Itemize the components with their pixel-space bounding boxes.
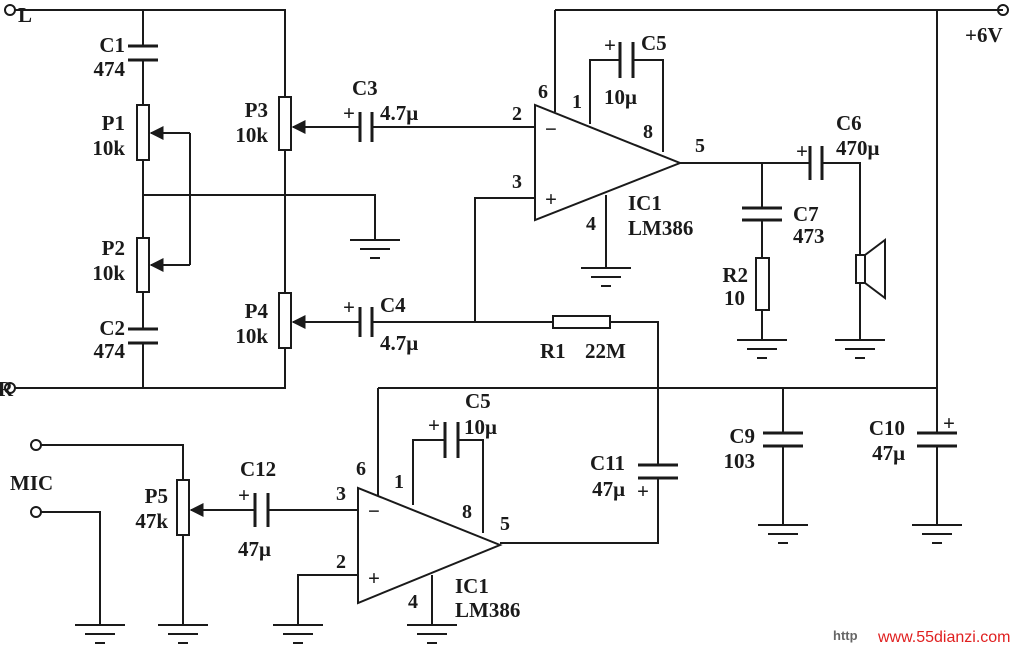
c12-plus: +: [238, 483, 250, 507]
ic-bottom-pin-3: 3: [336, 483, 346, 505]
pot-p4: [278, 292, 292, 349]
ic-top-name: IC1: [628, 191, 662, 215]
ic-top-pin-6: 6: [538, 81, 548, 103]
label-l: L: [18, 3, 32, 27]
capacitor-plates: [128, 42, 957, 527]
r1-name: R1: [540, 339, 566, 363]
c5-top-name: C5: [641, 31, 667, 55]
c1-name: C1: [99, 33, 125, 57]
p3-value: 10k: [235, 123, 268, 147]
r2-value: 10: [724, 286, 745, 310]
p4-value: 10k: [235, 324, 268, 348]
ic-bottom-name: IC1: [455, 574, 489, 598]
label-mic: MIC: [10, 471, 53, 495]
c3-name: C3: [352, 76, 378, 100]
resistor-r1: [552, 315, 611, 329]
c11-value: 47μ: [592, 477, 625, 501]
pot-p5: [176, 479, 190, 536]
c4-plus: +: [343, 295, 355, 319]
terminal-mic-2: [30, 506, 42, 518]
c6-plus: +: [796, 139, 808, 163]
ic-top-pin-5: 5: [695, 135, 705, 157]
terminal-mic-1: [30, 439, 42, 451]
ground-icons: [74, 239, 963, 644]
wiper-arrows: [149, 120, 340, 517]
c2-name: C2: [99, 316, 125, 340]
c7-name: C7: [793, 202, 819, 226]
pot-p1: [136, 104, 150, 161]
p2-value: 10k: [92, 261, 125, 285]
ic-bottom-pin-5: 5: [500, 513, 510, 535]
c1-value: 474: [94, 57, 126, 81]
c10-value: 47μ: [872, 441, 905, 465]
c9-name: C9: [729, 424, 755, 448]
p1-value: 10k: [92, 136, 125, 160]
c7-value: 473: [793, 224, 825, 248]
c6-name: C6: [836, 111, 862, 135]
ic-top-part: LM386: [628, 216, 693, 240]
c5-top-plus: +: [604, 33, 616, 57]
p5-value: 47k: [135, 509, 168, 533]
ic-top-pin-8: 8: [643, 121, 653, 143]
ic-top-pin-3: 3: [512, 171, 522, 193]
ic-bottom-pin-6: 6: [356, 458, 366, 480]
c11-name: C11: [590, 451, 625, 475]
c10-name: C10: [869, 416, 905, 440]
ic-bottom-pin-1: 1: [394, 471, 404, 493]
c5-bottom-plus: +: [428, 413, 440, 437]
amplifier-ic1-bottom: [357, 486, 503, 605]
c5-top-value: 10μ: [604, 85, 637, 109]
ic-bottom-minus: −: [368, 499, 380, 523]
p3-name: P3: [245, 98, 268, 122]
c3-plus: +: [343, 101, 355, 125]
pot-p3: [278, 96, 292, 151]
c12-value: 47μ: [238, 537, 271, 561]
c5-bottom-value: 10μ: [464, 415, 497, 439]
ic-bottom-part: LM386: [455, 598, 520, 622]
ic-bottom-pin-2: 2: [336, 551, 346, 573]
c12-name: C12: [240, 457, 276, 481]
watermark-prefix: http: [833, 628, 858, 643]
p1-name: P1: [102, 111, 125, 135]
c11-plus: +: [637, 479, 649, 503]
c9-value: 103: [724, 449, 756, 473]
ic-top-pin-2: 2: [512, 103, 522, 125]
r1-value: 22M: [585, 339, 626, 363]
p5-name: P5: [145, 484, 168, 508]
ic-bottom-plus: +: [368, 566, 380, 590]
c5-bottom-name: C5: [465, 389, 491, 413]
ic-top-plus: +: [545, 187, 557, 211]
ic-top-pin-4: 4: [586, 213, 596, 235]
speaker-icon: [855, 238, 886, 300]
p4-name: P4: [245, 299, 269, 323]
ic-top-pin-1: 1: [572, 91, 582, 113]
p2-name: P2: [102, 236, 125, 260]
resistor-r2: [755, 257, 770, 311]
amplifier-ic1-top: [534, 103, 683, 222]
label-supply: +6V: [965, 23, 1003, 47]
c4-name: C4: [380, 293, 406, 317]
label-r: R: [0, 377, 14, 401]
c2-value: 474: [94, 339, 126, 363]
watermark-site: www.55dianzi.com: [877, 629, 1011, 646]
c4-value: 4.7μ: [380, 331, 418, 355]
c3-value: 4.7μ: [380, 101, 418, 125]
pot-p2: [136, 237, 150, 293]
r2-name: R2: [722, 263, 748, 287]
c10-plus: +: [943, 411, 955, 435]
ic-top-minus: −: [545, 117, 557, 141]
ic-bottom-pin-8: 8: [462, 501, 472, 523]
ic-bottom-pin-4: 4: [408, 591, 418, 613]
terminal-l: [4, 4, 16, 16]
